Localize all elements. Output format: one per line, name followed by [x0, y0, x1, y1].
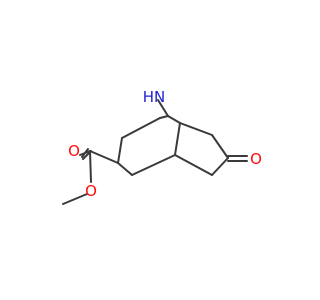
carbonyl-oxygen-label: O	[68, 142, 80, 160]
bond-carbonyl-o-main	[79, 150, 91, 156]
bond-c6-c7	[211, 134, 229, 159]
bond-n-right	[167, 115, 181, 124]
molecule-drawing: HN O O O	[62, 88, 262, 205]
bond-c7-c8	[211, 157, 229, 176]
bond-c3-c4	[117, 162, 133, 176]
ketone-oxygen-label: O	[250, 150, 262, 168]
bond-ether-methyl	[62, 193, 88, 205]
bond-carbonyl-ether	[89, 150, 92, 183]
bond-c1-c2	[121, 117, 161, 139]
nitrogen-label: HN	[143, 88, 166, 106]
bond-c3-carbonyl	[89, 150, 119, 164]
bond-c2-c3	[117, 137, 123, 164]
bond-c4-c5	[131, 154, 176, 176]
bond-c5-c1	[174, 122, 181, 156]
bond-c1-c6	[179, 122, 213, 136]
bond-c8-c5	[174, 154, 213, 176]
structure-canvas: HN O O O	[62, 88, 262, 205]
bond-bridge-left	[159, 115, 169, 119]
bond-n-left-a	[157, 99, 169, 117]
ether-oxygen-label: O	[85, 182, 97, 200]
